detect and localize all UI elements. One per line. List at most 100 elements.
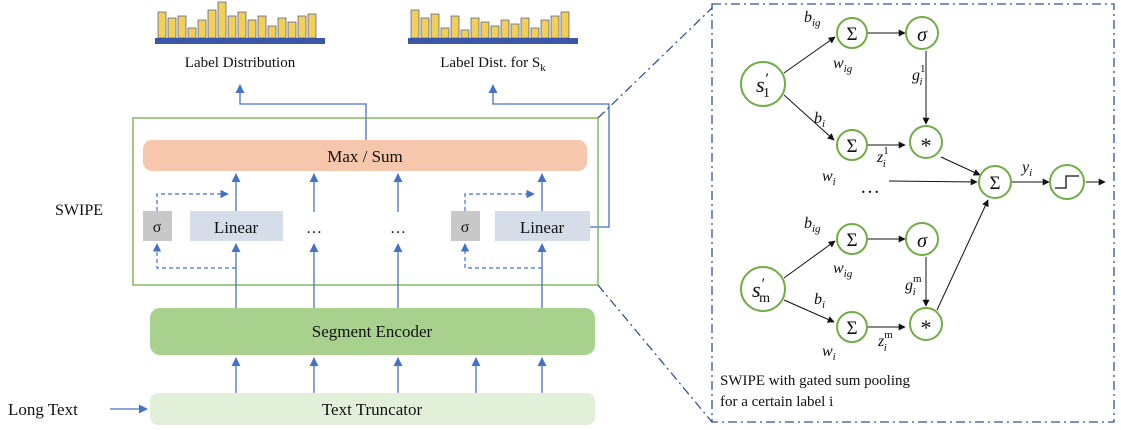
histogram-bar (440, 27, 450, 39)
output-y-label: yi (1020, 159, 1032, 179)
segment-encoder-box (150, 308, 595, 355)
histogram-base (408, 38, 578, 44)
histogram-bar (217, 1, 227, 39)
swipe-label: SWIPE (55, 202, 103, 219)
weight-gate-label-m: wig (833, 260, 853, 280)
edge-sm-to-sum-gate (783, 240, 836, 279)
edge-mult-1-to-output-sum (940, 156, 981, 176)
swipe-frame (132, 117, 599, 286)
dashed-arrow-to-sigma-left (152, 243, 236, 269)
histogram-base (155, 38, 325, 44)
label-dist-sk-label: Label Dist. for Sk (440, 55, 546, 74)
branch-ellipsis: … (860, 176, 880, 198)
edge-s1-to-sum-value (783, 94, 835, 141)
mult-node-m (909, 307, 943, 341)
text-truncator-label: Text Truncator (322, 400, 423, 419)
label-dist-sk-histogram (408, 9, 578, 44)
linear-label-left: Linear (214, 218, 259, 237)
output-sum-node (978, 165, 1012, 199)
edge-s1-to-sum-gate (783, 36, 836, 74)
histogram-bar (410, 9, 420, 39)
histogram-bar (530, 27, 540, 39)
edge-ellipsis-to-output-sum (888, 178, 978, 186)
histogram-bar (237, 11, 247, 39)
histogram-bar (450, 15, 460, 39)
histogram-bar (167, 17, 177, 39)
label-distribution-label: Label Distribution (185, 55, 296, 71)
histogram-bar (560, 11, 570, 39)
zoom-line-top (597, 7, 713, 119)
input-node-s1 (740, 61, 786, 107)
histogram-bar (510, 23, 520, 39)
label-distribution-histogram (155, 1, 325, 44)
ellipsis-1: … (306, 220, 322, 237)
max-sum-label: Max / Sum (327, 147, 403, 166)
zoom-line-bottom (597, 284, 713, 423)
arrow-to-label-distribution (235, 84, 367, 140)
histogram-bar (480, 21, 490, 39)
histogram-bar (540, 19, 550, 39)
sm-label: s′m (752, 276, 770, 306)
histogram-bar (207, 9, 217, 39)
histogram-bar (500, 19, 510, 39)
s1-label: s′1 (756, 71, 770, 101)
sigma-symbol-m: σ (917, 230, 928, 252)
weight-label-m: wi (822, 343, 836, 363)
histogram-bar (520, 17, 530, 39)
ellipsis-2: … (390, 220, 406, 237)
bias-gate-label-1: big (804, 9, 821, 29)
histogram-bar (470, 17, 480, 39)
histogram-bar (157, 11, 167, 39)
histogram-bar (267, 25, 277, 39)
histogram-bar (187, 27, 197, 39)
sum-gate-node-m (836, 223, 868, 255)
bias-label-1: bi (814, 110, 825, 130)
linear-label-right: Linear (520, 218, 565, 237)
gated-sum-pooling-panel (711, 3, 1115, 423)
dashed-arrow-from-sigma-left (156, 189, 229, 211)
step-function-icon (1055, 175, 1079, 189)
dashed-arrow-from-sigma-right (464, 189, 535, 211)
histogram-bar (297, 15, 307, 39)
histogram-bar (277, 17, 287, 39)
sum-gate-node-1 (836, 17, 868, 49)
histogram-bar (257, 15, 267, 39)
step-activation-node (1049, 164, 1085, 200)
mult-symbol-m: * (921, 315, 932, 340)
bias-gate-label-m: big (804, 215, 821, 235)
sigma-node-1 (905, 16, 939, 50)
weight-gate-label-1: wig (833, 55, 853, 75)
long-text-label: Long Text (8, 400, 78, 419)
histogram-bar (420, 17, 430, 39)
histogram-bar (197, 19, 207, 39)
sum-symbol-value-1: Σ (846, 136, 857, 157)
text-truncator-box (150, 393, 595, 425)
mult-node-1 (909, 125, 943, 159)
sigma-gate-box-right (451, 211, 480, 241)
histogram-bar (287, 21, 297, 39)
sum-symbol-value-m: Σ (846, 318, 857, 339)
mult-symbol-1: * (921, 133, 932, 158)
input-node-sm (740, 266, 786, 312)
edge-mult-m-to-output-sum (936, 199, 989, 311)
histogram-bar (430, 13, 440, 39)
bias-label-m: bi (814, 291, 825, 311)
sum-symbol-gate-1: Σ (846, 24, 857, 45)
histogram-bar (490, 25, 500, 39)
segment-encoder-label: Segment Encoder (312, 322, 433, 341)
sum-symbol-gate-m: Σ (846, 230, 857, 251)
arrow-to-label-dist-sk (488, 84, 610, 228)
max-sum-box (143, 140, 587, 171)
sigma-node-m (905, 222, 939, 256)
caption-line-1: SWIPE with gated sum pooling (720, 373, 910, 389)
sum-value-node-1 (836, 129, 868, 161)
histogram-bar (550, 15, 560, 39)
sum-value-node-m (836, 311, 868, 343)
histogram-bar (247, 19, 257, 39)
histogram-bar (460, 29, 470, 39)
sigma-gate-box-left (143, 211, 172, 241)
